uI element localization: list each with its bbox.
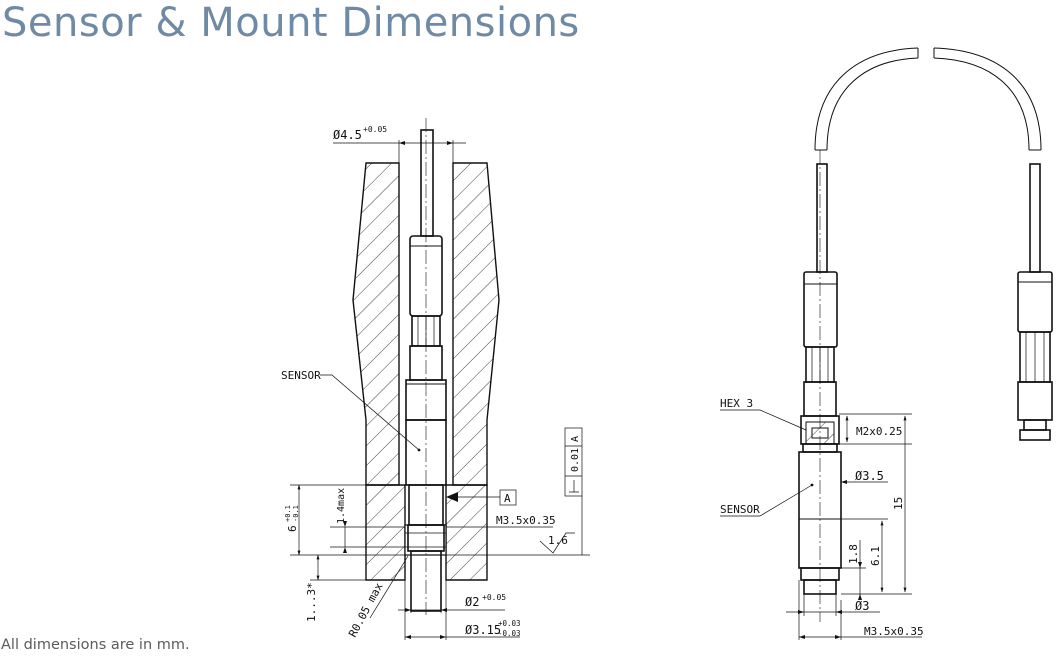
datum-label: A (504, 492, 511, 505)
thread-length-label: 6.1 (869, 546, 882, 566)
length-dimension: 6 (286, 525, 299, 532)
body-diameter-label: Ø3.5 (855, 469, 884, 483)
length-tol-upper: +0.1 (284, 505, 292, 522)
large-diameter-tol-upper: +0.03 (498, 619, 521, 628)
page-title: Sensor & Mount Dimensions (2, 0, 580, 46)
total-length-label: 15 (892, 497, 905, 510)
mount-block-right (452, 162, 500, 486)
flatness-value: 0.01 (570, 448, 581, 472)
surface-roughness-label: 1.6 (548, 534, 568, 547)
mount-thread-label: M3.5x0.35 (496, 514, 556, 527)
hex-label: HEX 3 (720, 397, 753, 410)
units-footnote: All dimensions are in mm. (1, 637, 190, 653)
large-diameter-tol-lower: -0.03 (498, 629, 521, 638)
sensor-view-label: SENSOR (720, 503, 760, 516)
small-diameter-tol: +0.05 (482, 593, 506, 602)
large-diameter-label: Ø3.15 (465, 623, 501, 637)
sensor-side-view: HEX 3 M2x0.25 Ø3.5 15 6.1 1.8 SENSOR (720, 47, 1053, 640)
tip-diameter-label: Ø3 (855, 599, 869, 613)
mount-block-lower-left (365, 484, 406, 581)
mount-sensor-label: SENSOR (281, 369, 321, 382)
depth-max-label: 1.4max (336, 488, 347, 524)
bore-diameter-label: Ø4.5 (333, 128, 362, 142)
engagement-label: 1...3* (305, 582, 318, 622)
top-thread-label: M2x0.25 (856, 425, 902, 438)
radius-label: R0.05 max (346, 580, 386, 639)
bore-tolerance-label: +0.05 (363, 125, 387, 134)
length-tol-lower: -0.1 (292, 505, 300, 522)
flatness-datum: A (570, 436, 581, 442)
bottom-thread-label: M3.5x0.35 (864, 625, 924, 638)
mount-block-left (352, 162, 400, 486)
tip-length-label: 1.8 (847, 544, 860, 564)
mount-section-view: Ø4.5 +0.05 SENSOR A A 0.01 M3.5x0.35 1.6 (281, 118, 590, 640)
small-diameter-label: Ø2 (465, 595, 479, 609)
